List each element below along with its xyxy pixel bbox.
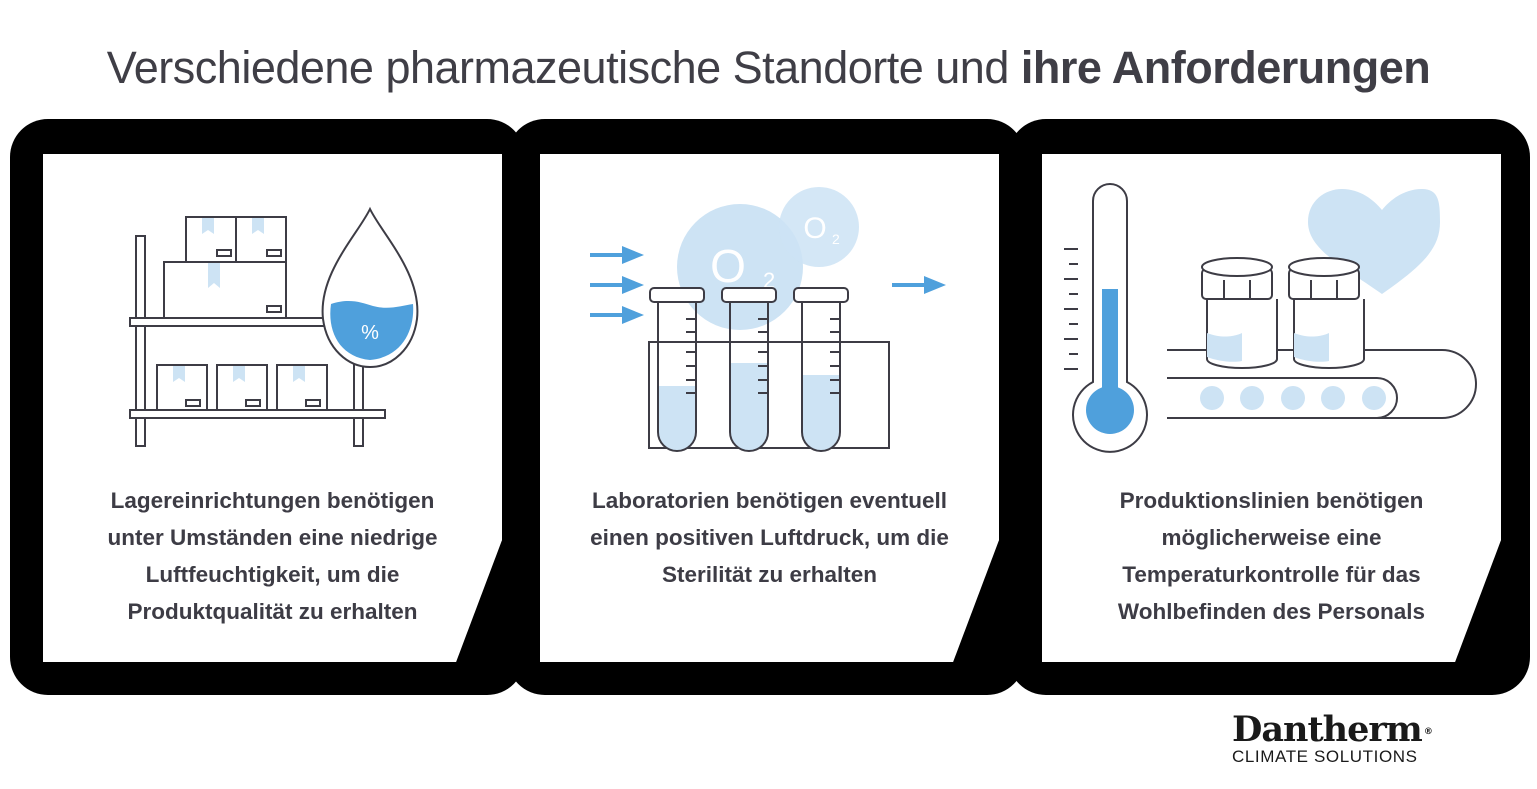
title-regular: Verschiedene pharmazeutische Standorte u… (106, 42, 1010, 93)
caption-line: Lagereinrichtungen benötigen (110, 488, 435, 513)
svg-text:%: % (361, 322, 379, 344)
caption-line: Wohlbefinden des Personals (1117, 599, 1426, 624)
warehouse-shelf-humidity-drop-icon: % (129, 206, 419, 447)
caption-line: Produktqualität zu erhalten (127, 599, 418, 624)
card-production: Produktionslinien benötigen möglicherwei… (1042, 154, 1501, 662)
logo-tagline: CLIMATE SOLUTIONS (1232, 747, 1418, 766)
caption-line: möglicherweise eine (1161, 525, 1382, 550)
caption-line: Sterilität zu erhalten (661, 562, 878, 587)
caption-line: unter Umständen eine niedrige (107, 525, 438, 550)
card-storage: % Lagereinrichtungen benötigen unter Ums… (43, 154, 502, 662)
caption-line: Laboratorien benötigen eventuell (591, 488, 948, 513)
card-laboratory: O 2 O 2 L (540, 154, 999, 662)
caption-line: Produktionslinien benötigen (1119, 488, 1424, 513)
svg-text:2: 2 (832, 231, 840, 247)
caption-line: Luftfeuchtigkeit, um die (145, 562, 400, 587)
airflow-arrows (590, 246, 946, 324)
title-bold: ihre Anforderungen (1020, 42, 1431, 93)
card-caption: Laboratorien benötigen eventuell einen p… (540, 482, 999, 593)
svg-text:2: 2 (763, 268, 775, 293)
dantherm-logo: Dantherm® CLIMATE SOLUTIONS (1232, 709, 1492, 767)
caption-line: einen positiven Luftdruck, um die (590, 525, 949, 550)
thermometer-conveyor-jars-heart-icon (1064, 183, 1477, 453)
lab-test-tubes-oxygen-icon: O 2 O 2 (590, 187, 946, 452)
svg-text:O: O (710, 240, 746, 292)
svg-text:O: O (803, 212, 826, 245)
logo-brand: Dantherm® (1232, 709, 1433, 750)
card-caption: Produktionslinien benötigen möglicherwei… (1042, 482, 1501, 630)
registered-mark: ® (1423, 727, 1433, 737)
page-title: Verschiedene pharmazeutische Standorte u… (0, 42, 1537, 94)
card-caption: Lagereinrichtungen benötigen unter Umstä… (43, 482, 502, 630)
caption-line: Temperaturkontrolle für das (1122, 562, 1421, 587)
